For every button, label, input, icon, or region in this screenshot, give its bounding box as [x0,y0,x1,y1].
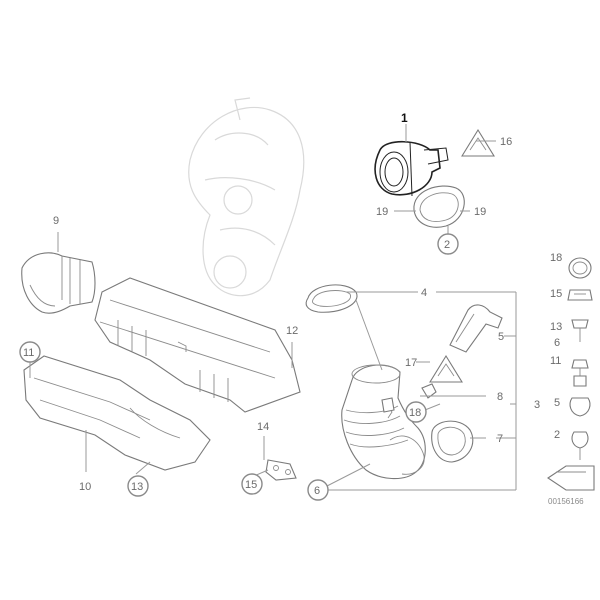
part-7-boot-clamp [431,420,474,463]
callout-18: 18 [409,407,421,419]
callout-10: 10 [79,481,91,493]
ghost-engine-outline [188,97,305,297]
callout-17: 17 [405,357,417,369]
part-8-fittings [381,383,437,413]
callout-11: 11 [23,347,34,359]
callout-2-ring [437,233,459,255]
side-legend-15: 15 [550,288,562,300]
part-9-intake-elbow [21,252,96,314]
callout-19-right: 19 [474,206,486,218]
side-legend: 18 15 13 6 11 5 2 [550,252,562,441]
callout-11-ring [19,341,41,363]
callout-12: 12 [286,325,298,337]
part-14-bracket [265,459,297,481]
callout-5: 5 [498,331,504,343]
part-5-bent-hose [449,304,503,353]
warning-triangle-icon [429,354,463,383]
callouts: 1 16 19 19 2 9 12 11 10 13 14 15 6 4 5 1… [19,111,540,501]
document-id: 00156166 [548,497,584,506]
part-2-seal-ring [413,185,465,228]
callout-13: 13 [131,481,143,493]
callout-7: 7 [497,433,503,445]
callout-6: 6 [314,485,320,497]
warning-triangle-icon [461,128,495,157]
callout-8: 8 [497,391,503,403]
side-legend-11: 11 [550,355,561,367]
part-10-lower-duct [23,355,211,471]
direction-arrow-icon [547,465,595,491]
side-legend-13: 13 [550,321,562,333]
callout-16: 16 [500,136,512,148]
callout-1: 1 [401,111,408,125]
callout-15: 15 [245,479,257,491]
callout-2: 2 [444,239,450,251]
callout-4: 4 [421,287,427,299]
part-12-air-duct [94,277,301,413]
side-legend-18: 18 [550,252,562,264]
callout-19-left: 19 [376,206,388,218]
side-legend-6: 6 [554,337,560,349]
part-1-air-mass-meter [374,140,449,197]
leader-lines [29,124,517,491]
callout-13-ring [127,475,149,497]
callout-14: 14 [257,421,269,433]
side-legend-2: 2 [554,429,560,441]
callout-9: 9 [53,215,59,227]
callout-18-ring [405,401,427,423]
callout-3: 3 [534,399,540,411]
side-legend-5: 5 [554,397,560,409]
callout-15-ring [241,473,263,495]
side-legend-parts [567,257,593,460]
callout-6-ring [307,479,329,501]
part-4-clamp-ring [305,284,358,313]
part-6-intake-boot [341,364,426,480]
